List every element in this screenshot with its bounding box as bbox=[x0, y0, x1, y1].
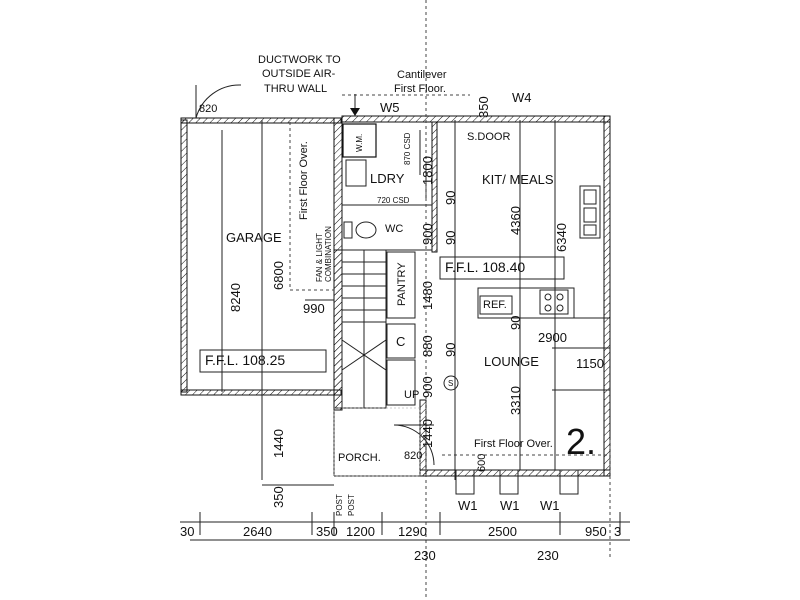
fan-light-note-2: COMBINATION bbox=[324, 226, 333, 282]
dimension-lines bbox=[180, 120, 630, 541]
dim-b2500: 2500 bbox=[488, 524, 517, 539]
post-label-1: POST bbox=[335, 494, 344, 516]
room-wc-label: WC bbox=[385, 223, 403, 235]
dim-3310: 3310 bbox=[508, 386, 523, 415]
dim-1480: 1480 bbox=[420, 281, 435, 310]
dim-6340: 6340 bbox=[554, 223, 569, 252]
cantilever-note-2: First Floor. bbox=[394, 83, 446, 95]
room-pantry-label: PANTRY bbox=[396, 262, 408, 306]
window-w1c-label: W1 bbox=[540, 498, 560, 513]
stair-up-label: UP bbox=[404, 389, 419, 401]
dim-b2640: 2640 bbox=[243, 524, 272, 539]
garage-ffl-label: F.F.L. 108.25 bbox=[205, 352, 285, 368]
fan-light-note-1: FAN & LIGHT bbox=[315, 233, 324, 282]
cantilever-note-1: Cantilever bbox=[397, 69, 447, 81]
dim-900a: 900 bbox=[420, 223, 435, 245]
dim-b230b: 230 bbox=[537, 548, 559, 563]
dim-1800: 1800 bbox=[420, 156, 435, 185]
dim-350-top: 350 bbox=[476, 96, 491, 118]
csd-720-label: 720 CSD bbox=[377, 196, 410, 205]
dim-4360: 4360 bbox=[508, 206, 523, 235]
dim-8240: 8240 bbox=[228, 283, 243, 312]
window-w1b-label: W1 bbox=[500, 498, 520, 513]
dim-b1290: 1290 bbox=[398, 524, 427, 539]
room-porch-label: PORCH. bbox=[338, 452, 381, 464]
smoke-detector-label: S bbox=[448, 379, 453, 388]
dim-1440b: 1440 bbox=[420, 419, 435, 448]
dim-90d: 90 bbox=[508, 316, 523, 330]
dim-600: 600 bbox=[476, 454, 488, 472]
dim-b350: 350 bbox=[316, 524, 338, 539]
ductwork-note-2: OUTSIDE AIR- bbox=[262, 68, 336, 80]
dim-6800: 6800 bbox=[271, 261, 286, 290]
window-w5-label: W5 bbox=[380, 100, 400, 115]
dim-1150: 1150 bbox=[576, 356, 604, 371]
dim-b3: 3 bbox=[614, 524, 621, 539]
first-floor-over-left: First Floor Over. bbox=[298, 141, 310, 220]
dim-820-porch: 820 bbox=[404, 450, 422, 462]
dim-820-top: 820 bbox=[199, 103, 217, 115]
dim-b30: 30 bbox=[180, 524, 194, 539]
post-label-2: POST bbox=[347, 494, 356, 516]
dim-b1200: 1200 bbox=[346, 524, 375, 539]
dim-350b: 350 bbox=[271, 486, 286, 508]
dim-90a: 90 bbox=[443, 191, 458, 205]
dim-900b: 900 bbox=[420, 376, 435, 398]
ductwork-note-3: THRU WALL bbox=[264, 83, 327, 95]
window-w1a-label: W1 bbox=[458, 498, 478, 513]
dim-90c: 90 bbox=[443, 343, 458, 357]
washing-machine-label: W.M. bbox=[355, 134, 364, 152]
room-kitchen-label: KIT/ MEALS bbox=[482, 172, 554, 187]
dim-90b: 90 bbox=[443, 231, 458, 245]
window-w4-label: W4 bbox=[512, 90, 532, 105]
first-floor-over-bottom: First Floor Over. bbox=[474, 438, 553, 450]
room-garage-label: GARAGE bbox=[226, 230, 282, 245]
dim-b950: 950 bbox=[585, 524, 607, 539]
ref-label: REF. bbox=[483, 299, 507, 311]
cupboard-label: C bbox=[396, 334, 405, 349]
room-laundry-label: LDRY bbox=[370, 171, 405, 186]
csd-870-label: 870 CSD bbox=[403, 132, 412, 165]
dim-880: 880 bbox=[420, 335, 435, 357]
room-lounge-label: LOUNGE bbox=[484, 354, 539, 369]
dim-2900: 2900 bbox=[538, 330, 567, 345]
dim-b230a: 230 bbox=[414, 548, 436, 563]
dim-990: 990 bbox=[303, 301, 325, 316]
sdoor-label: S.DOOR bbox=[467, 131, 510, 143]
sheet-number: 2. bbox=[566, 421, 596, 462]
main-ffl-label: F.F.L. 108.40 bbox=[445, 259, 525, 275]
ductwork-note-1: DUCTWORK TO bbox=[258, 54, 341, 66]
dim-1440a: 1440 bbox=[271, 429, 286, 458]
